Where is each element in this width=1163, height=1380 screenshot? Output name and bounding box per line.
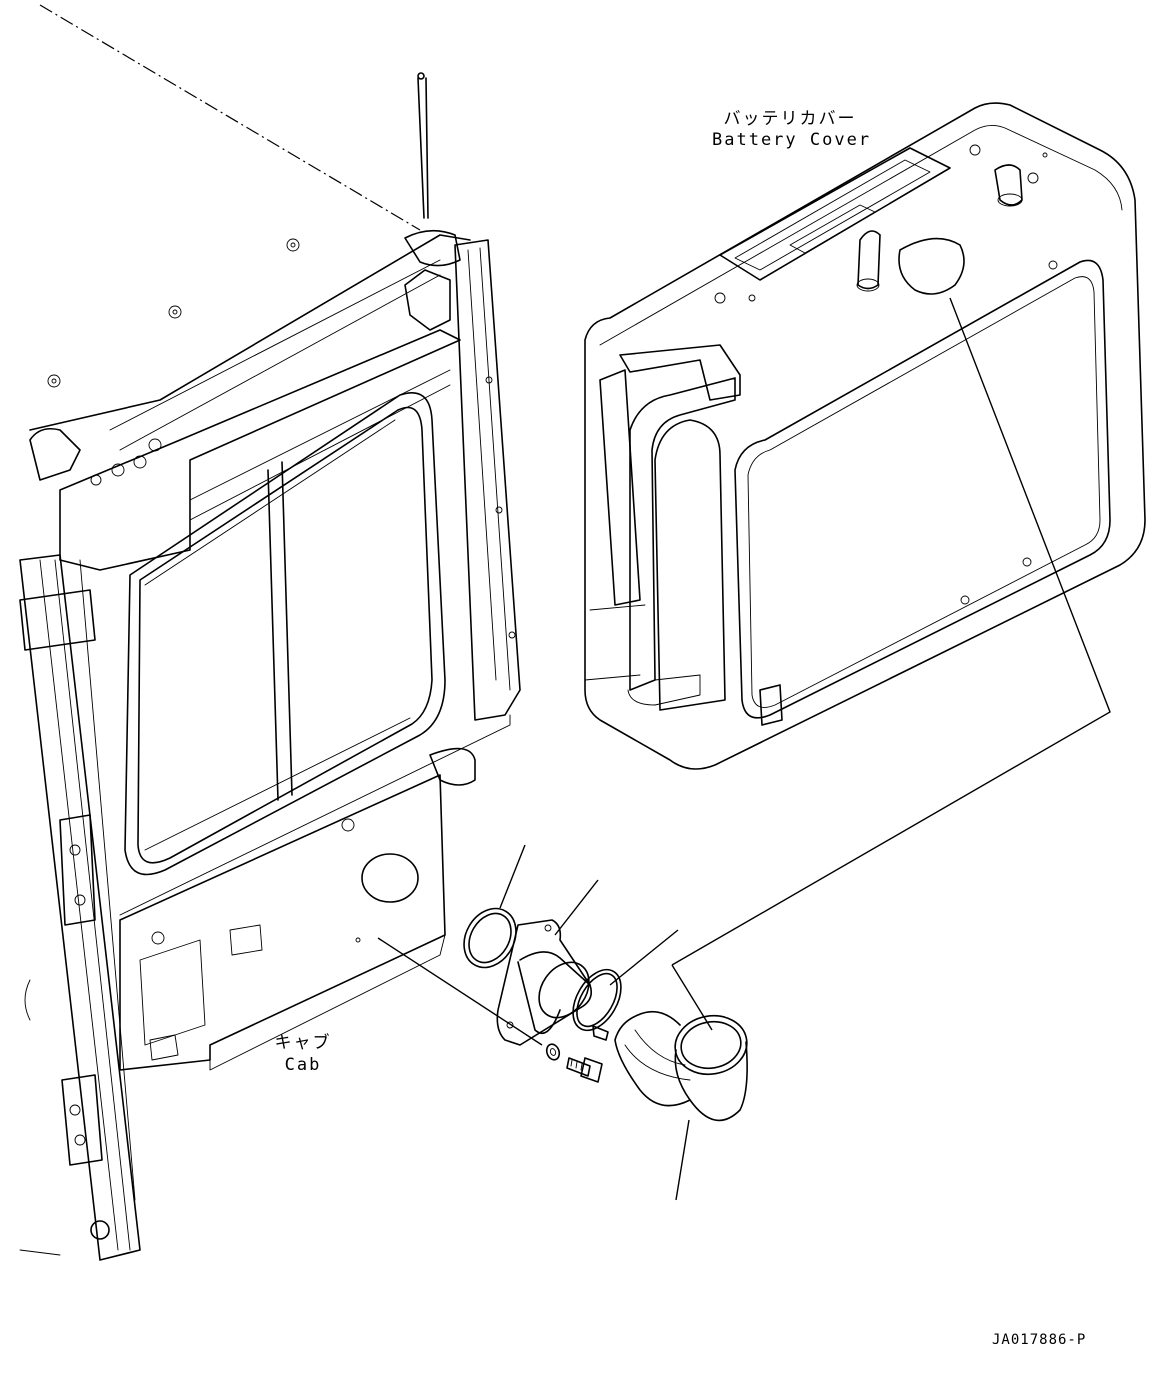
- battery-cover-vent: [719, 147, 951, 281]
- cab-roof-front-edge: [29, 234, 471, 431]
- figure-code: JA017886-P: [992, 1332, 1087, 1348]
- antenna-tip: [417, 72, 425, 80]
- flange-adapter: [496, 919, 593, 1046]
- battery-cover-handle: [629, 377, 736, 691]
- cab-window-divider: [267, 461, 293, 801]
- battery-cover-label-en: Battery Cover: [712, 130, 872, 150]
- cab-roof-bolts: [47, 238, 300, 388]
- antenna: [417, 77, 429, 219]
- hose-clamp: [572, 968, 622, 1041]
- cab-drawing: [19, 4, 521, 1261]
- cab-rear-panel: [119, 774, 446, 1071]
- cab-label-en: Cab: [284, 1055, 322, 1075]
- elbow-hose: [614, 1010, 748, 1122]
- battery-cover-window: [734, 259, 1111, 719]
- o-ring: [463, 907, 517, 969]
- cab-top-beam: [59, 329, 461, 571]
- cab-roof-edge: [39, 4, 421, 231]
- bolt: [566, 1057, 603, 1083]
- cab-hose-port: [361, 853, 419, 903]
- battery-cover-drawing: [584, 102, 1146, 770]
- cab-corner-cap: [404, 229, 461, 267]
- cab-label-jp: キャブ: [274, 1033, 332, 1053]
- washer: [545, 1043, 561, 1061]
- cab-right-pillar: [454, 239, 521, 721]
- cab-left-pillar: [19, 554, 141, 1261]
- battery-cover-outline: [584, 102, 1146, 770]
- cab-window-frame: [124, 392, 446, 876]
- battery-cover-label-jp: バッテリカバー: [723, 109, 857, 129]
- leader-lines: [377, 297, 1111, 1201]
